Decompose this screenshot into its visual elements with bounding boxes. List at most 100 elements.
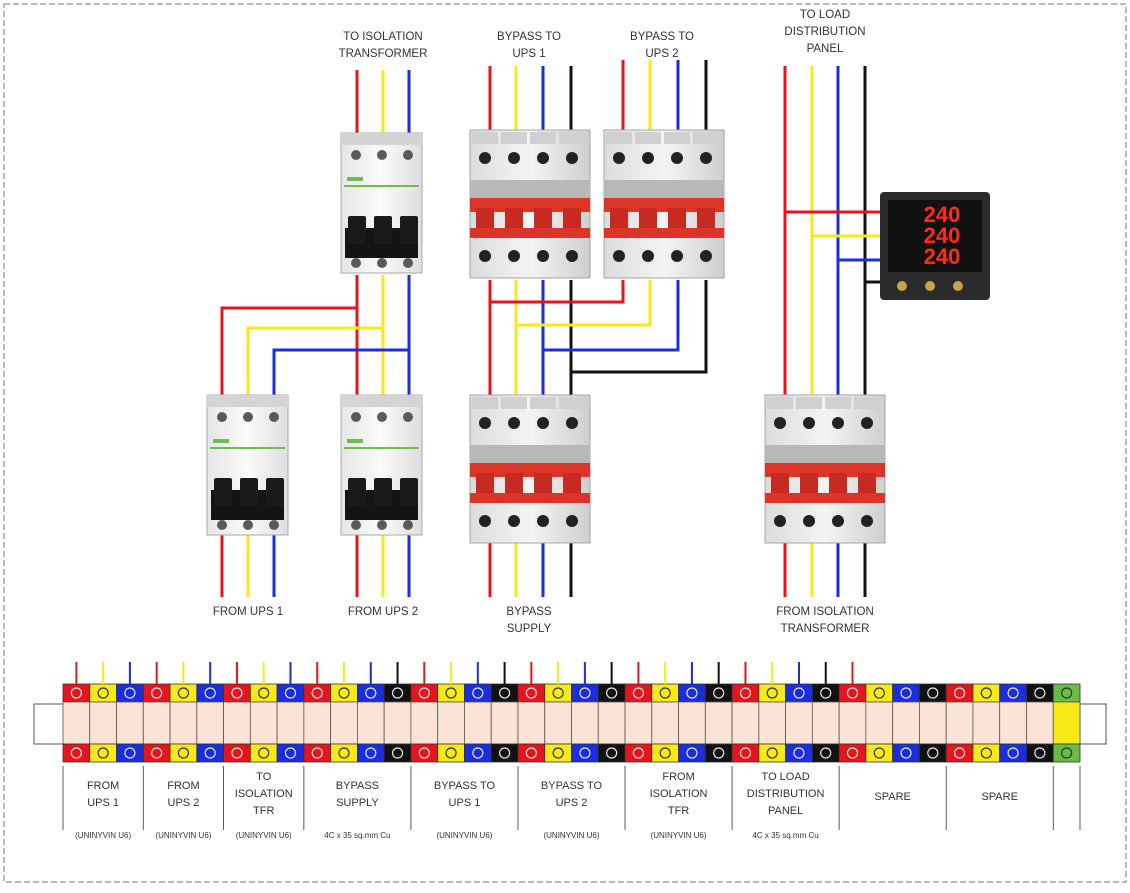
terminal-top [1026,683,1054,703]
label-to-load-distribution-panel: PANEL [807,43,844,55]
isolator-terminal-screw [508,250,520,262]
terminal-screw [927,747,939,759]
terminal-body [597,701,626,745]
label-to-isolation-transformer: TRANSFORMER [339,48,428,60]
terminal-top [464,683,492,703]
terminal-screw [953,747,966,759]
terminal-screw [258,687,270,699]
terminal-cable-spec: (UNINYVIN U6) [155,831,211,840]
isolator-terminal-screw [613,250,625,262]
terminal-bottom [464,743,492,763]
terminal-screw [525,747,537,759]
terminal-cable-spec: (UNINYVIN U6) [436,831,492,840]
mcb-terminal-screw [351,150,361,160]
terminal-bottom [517,743,546,763]
isolator-bypass-to-ups-1 [469,129,591,279]
terminal-bottom [142,743,171,763]
terminal-top [116,683,144,703]
terminal-screw [739,747,752,759]
terminal-screw [498,747,511,759]
terminal-screw [766,747,778,759]
meter-button [925,281,935,291]
mcb-terminal-screw [351,412,361,422]
meter-reading: 240 [924,223,961,248]
isolator-pole-cap [530,132,556,144]
terminal-screw [151,747,163,759]
mcb-toggle [348,216,366,244]
isolator-terminal-screw [566,152,578,164]
terminal-screw [953,687,966,699]
label-from-isolation-transformer: FROM ISOLATION [776,606,874,618]
terminal-cable-spec: (UNINYVIN U6) [75,831,131,840]
isolator-terminal-screw [700,250,712,262]
mcb-toggle [266,478,284,506]
isolator-terminal-screw [508,515,520,527]
isolator-pole-cap [559,397,585,409]
isolator-terminal-screw [479,515,491,527]
terminal-cable-spec: 4C x 35 sq.mm Cu [752,831,818,840]
strip-end-left [33,703,65,745]
mcb-toggle [240,478,258,506]
terminal-top [276,683,305,703]
terminal-bottom [919,743,947,763]
terminal-screw [204,747,216,759]
terminal-bottom [410,743,439,763]
isolator-terminal-screw [479,250,491,262]
isolator-pole-cap [796,397,822,409]
terminal-body [1026,701,1054,745]
wire [246,326,383,395]
isolator-handle-bottom [765,493,885,503]
isolator-handle-tab [697,208,715,230]
terminal-top [758,683,787,703]
terminal-screw [258,747,270,759]
wire [571,280,708,374]
terminal-top [142,683,171,703]
isolator-handle-tab [534,473,552,495]
terminal-screw [284,747,297,759]
isolator-pole-cap [606,132,632,144]
mcb-toggle [374,478,392,506]
isolator-handle-tab [563,473,581,495]
isolator-terminal-screw [642,152,654,164]
terminal-top [383,683,412,703]
wire [220,306,357,395]
terminal-body [89,701,117,745]
terminal-body [356,701,385,745]
terminal-bottom [196,743,224,763]
isolator-handle-top [470,198,590,212]
terminal-bottom [811,743,840,763]
terminal-body [571,701,599,745]
terminal-top [517,683,546,703]
isolator-terminal-screw [861,417,873,429]
isolator-terminal-screw [861,515,873,527]
terminal-cable-spec: (UNINYVIN U6) [543,831,599,840]
terminal-body [678,701,706,745]
terminal-screw [472,747,484,759]
isolator-bypass-to-ups-2 [603,129,725,279]
terminal-screw [204,687,216,699]
terminal-body [437,701,465,745]
terminal-body [785,701,813,745]
terminal-screw [606,747,618,759]
isolator-handle-tab [668,208,686,230]
terminal-screw [97,687,109,699]
terminal-screw [927,687,939,699]
mcb-terminal-screw [243,412,253,422]
terminal-bottom [330,743,358,763]
mcb-top-cap [341,133,422,145]
terminal-top [249,683,278,703]
terminal-top [89,683,117,703]
wire [490,280,625,304]
terminal-screw [124,747,136,759]
terminal-screw [980,747,992,759]
isolator-terminal-screw [537,152,549,164]
terminal-screw [1034,747,1046,759]
terminal-screw [1034,687,1046,699]
mcb-terminal-screw [403,520,413,530]
terminal-body [624,701,653,745]
isolator-handle-bottom [470,228,590,238]
mcb-terminal-screw [377,150,387,160]
terminal-bottom [223,743,251,763]
